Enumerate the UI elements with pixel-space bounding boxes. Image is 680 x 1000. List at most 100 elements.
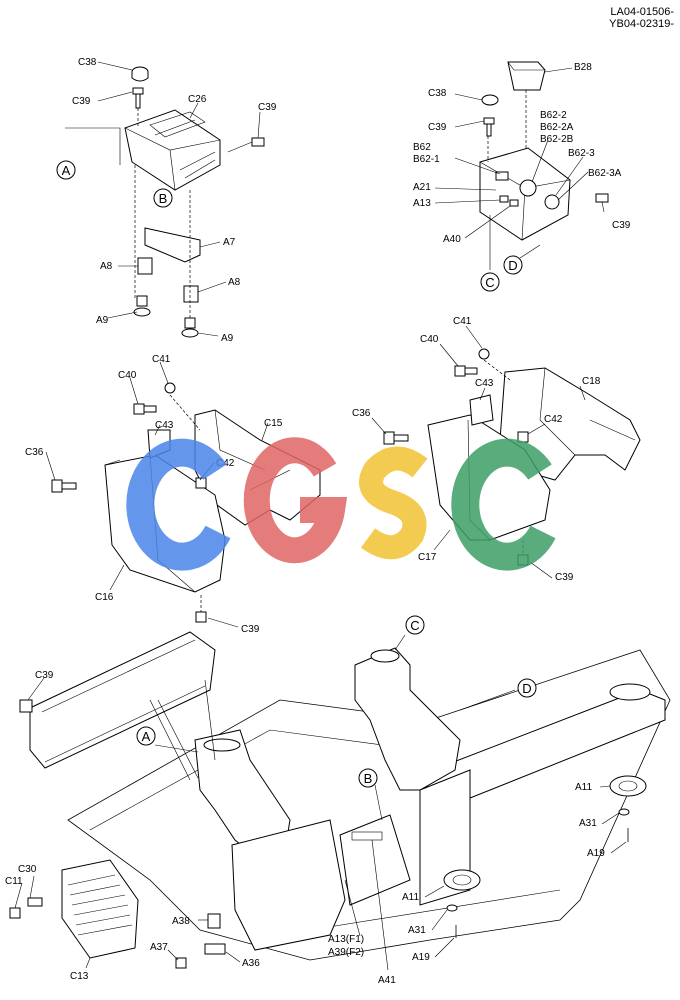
label-a8: A8 — [228, 277, 241, 288]
label-a19: A19 — [412, 952, 430, 963]
screw-c30 — [27, 897, 43, 907]
label-c39: C39 — [555, 572, 574, 583]
label-a19: A19 — [587, 848, 605, 859]
callout-b-top: B — [153, 188, 173, 208]
label-c11: C11 — [5, 876, 23, 887]
callout-b-bottom: B — [358, 768, 378, 788]
screw-c39-bottom-left — [195, 611, 207, 623]
screw-c39-right — [251, 137, 265, 147]
label-c26: C26 — [188, 94, 207, 105]
label-a13-f1: A13(F1) — [328, 934, 364, 945]
bolt-a9-1 — [136, 295, 148, 307]
callout-d-top: D — [503, 255, 523, 275]
watermark-letter-s-yellow — [359, 446, 428, 560]
label-c36: C36 — [25, 447, 44, 458]
label-c43: C43 — [155, 420, 174, 431]
label-a37: A37 — [150, 942, 168, 953]
cap-c38-right — [481, 94, 499, 106]
label-a8: A8 — [100, 261, 113, 272]
pocket-b28 — [507, 61, 546, 91]
clip-a31-right — [618, 808, 630, 816]
label-a21: A21 — [413, 182, 431, 193]
label-c41: C41 — [453, 316, 472, 327]
label-c36: C36 — [352, 408, 371, 419]
document-code: LA04-01506- YB04-02319- — [609, 6, 674, 30]
label-a36: A36 — [242, 958, 260, 969]
label-c16: C16 — [95, 592, 114, 603]
bracket-c26 — [124, 109, 221, 191]
grille-c13 — [61, 859, 139, 959]
callout-a-bottom: A — [136, 726, 156, 746]
svg-text:B: B — [364, 771, 373, 786]
label-c42: C42 — [544, 414, 563, 425]
label-b62-2b: B62-2B — [540, 134, 574, 145]
label-c13: C13 — [70, 971, 89, 982]
label-a38: A38 — [172, 916, 190, 927]
label-b28: B28 — [574, 62, 592, 73]
svg-text:B: B — [159, 191, 168, 206]
side-panel-left — [29, 631, 216, 769]
label-c39: C39 — [258, 102, 277, 113]
label-a9: A9 — [221, 333, 234, 344]
label-c38: C38 — [428, 88, 447, 99]
label-c18: C18 — [582, 376, 601, 387]
callout-a-top: A — [56, 160, 76, 180]
clip-a31-center — [446, 904, 458, 912]
clip-a8-2 — [183, 285, 199, 303]
c26-assembly — [65, 61, 265, 338]
washer-c41-left — [164, 382, 176, 394]
label-c15: C15 — [264, 418, 283, 429]
label-a31: A31 — [408, 925, 426, 936]
label-a11: A11 — [575, 782, 592, 793]
label-a13: A13 — [413, 198, 431, 209]
washer-c41-right — [478, 348, 490, 360]
label-b62-3: B62-3 — [568, 148, 595, 159]
svg-text:C: C — [410, 618, 419, 633]
speaker-a11-right — [609, 775, 647, 797]
callout-c-bottom: C — [405, 615, 425, 635]
cgsc-watermark — [126, 437, 556, 571]
screw-c39-box-right — [595, 193, 609, 203]
svg-text:D: D — [522, 681, 531, 696]
bracket-a7 — [144, 227, 201, 263]
watermark-letter-g-red — [243, 437, 348, 564]
tab-c43-right — [469, 394, 494, 426]
label-c38: C38 — [78, 57, 97, 68]
label-c43: C43 — [475, 378, 494, 389]
screw-c36-left — [51, 479, 63, 493]
label-a7: A7 — [223, 237, 236, 248]
label-c40: C40 — [420, 334, 439, 345]
label-a9: A9 — [96, 315, 109, 326]
document-code-line-1: LA04-01506- — [610, 6, 674, 18]
label-c17: C17 — [418, 552, 437, 563]
label-a31: A31 — [579, 818, 597, 829]
label-b62-3a: B62-3A — [588, 168, 622, 179]
label-c39: C39 — [72, 96, 91, 107]
label-b62-2a: B62-2A — [540, 122, 574, 133]
label-c39: C39 — [35, 670, 54, 681]
svg-text:A: A — [142, 729, 151, 744]
switch-panel-a13 — [339, 814, 411, 906]
c15-c16-covers — [45, 361, 321, 628]
label-a40: A40 — [443, 234, 461, 245]
b62-assembly — [434, 61, 609, 270]
screw-c39-top-left — [132, 87, 144, 95]
svg-text:D: D — [508, 258, 517, 273]
label-c39: C39 — [241, 624, 260, 635]
bolt-a38 — [207, 913, 221, 929]
label-b62-1: B62-1 — [413, 154, 440, 165]
label-c41: C41 — [152, 354, 171, 365]
label-c40: C40 — [118, 370, 137, 381]
screw-c40-right — [454, 365, 466, 377]
screw-c39-top-right — [483, 117, 495, 125]
bolt-a9-2 — [184, 317, 196, 329]
callout-c-top: C — [480, 272, 500, 292]
callout-d-bottom: D — [517, 678, 537, 698]
watermark-letter-c-blue — [126, 438, 231, 571]
svg-text:A: A — [62, 163, 71, 178]
floor-assembly — [9, 631, 671, 971]
label-c39: C39 — [612, 220, 631, 231]
label-b62: B62 — [413, 142, 431, 153]
label-a41: A41 — [378, 975, 396, 986]
label-a39-f2: A39(F2) — [328, 947, 364, 958]
